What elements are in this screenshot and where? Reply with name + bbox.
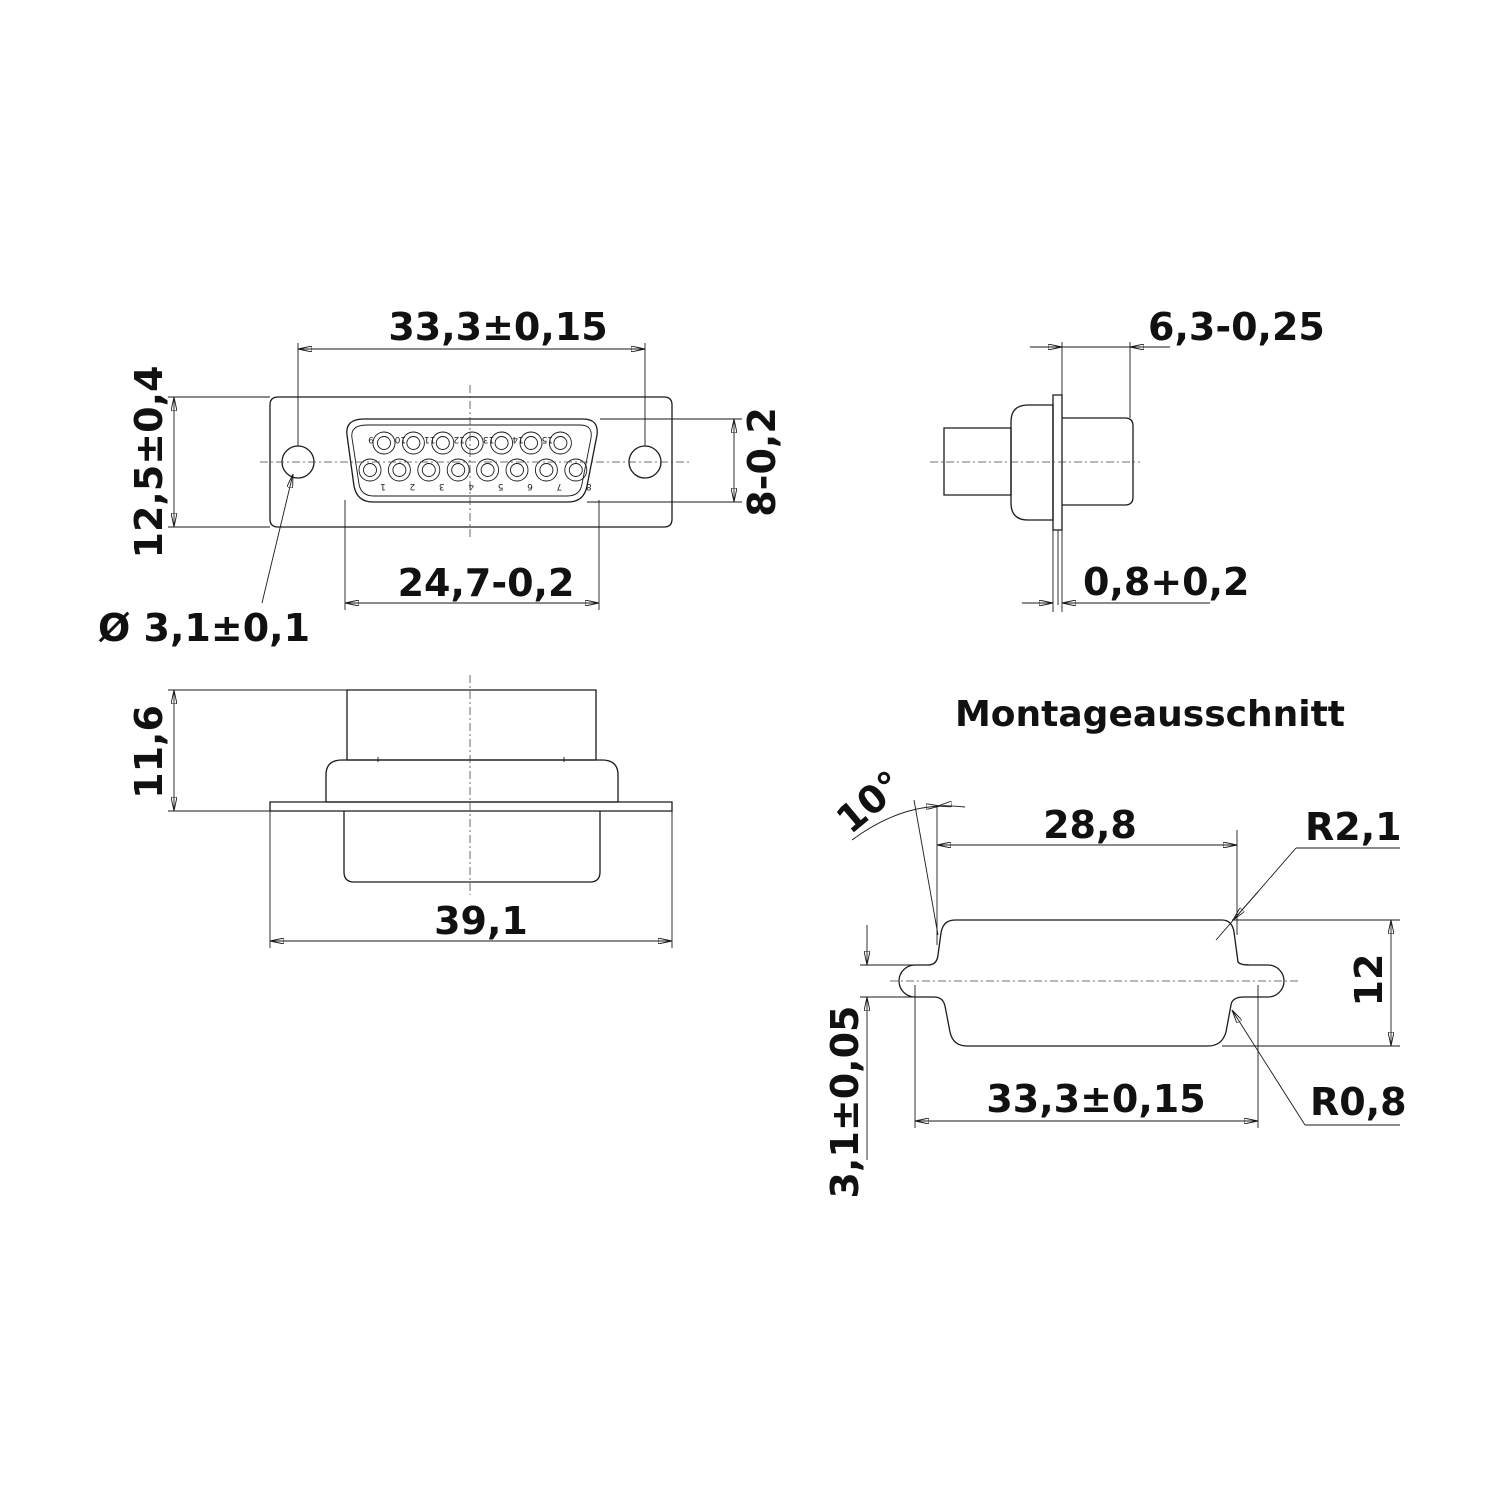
pin-label: 15	[542, 434, 553, 444]
top-plug	[346, 689, 597, 761]
dim-cutout-width: 28,8	[1043, 803, 1137, 847]
side-shell	[1010, 404, 1054, 521]
pin-label: 12	[453, 434, 464, 444]
pin-13	[490, 431, 514, 455]
dim-hole-diameter: Ø 3,1±0,1	[98, 606, 310, 650]
dim-cutout-height: 12	[1347, 954, 1391, 1007]
pin-8	[564, 458, 588, 482]
dim-cutout-angle: 10°	[828, 762, 911, 842]
pin-contact-5	[480, 463, 495, 477]
front-shell-inner	[351, 424, 592, 497]
pin-10	[401, 431, 425, 455]
front-shell-outline	[346, 418, 598, 503]
dim-side-flange: 0,8+0,2	[1083, 560, 1249, 604]
dim-radius-bottom: R0,8	[1310, 1080, 1407, 1124]
pin-9	[372, 431, 396, 455]
pin-4	[446, 458, 470, 482]
dim-shell-width: 24,7-0,2	[398, 561, 575, 605]
pin-contact-13	[494, 436, 509, 450]
pin-contact-3	[421, 463, 436, 477]
pin-contact-8	[568, 463, 583, 477]
dim-cutout-hole-width: 3,1±0,05	[823, 1006, 867, 1199]
top-back-body	[343, 811, 601, 883]
pin-5	[476, 458, 500, 482]
pin-label: 6	[527, 481, 533, 491]
dim-top-width: 39,1	[434, 899, 528, 943]
pin-label: 2	[410, 481, 416, 491]
pin-label: 4	[468, 481, 474, 491]
pin-label: 9	[368, 434, 374, 444]
pin-7	[534, 458, 558, 482]
dim-top-height: 11,6	[127, 705, 171, 799]
pin-label: 10	[394, 434, 406, 444]
top-flange	[269, 801, 673, 812]
pin-label: 11	[424, 434, 435, 444]
dim-shell-height: 8-0,2	[740, 407, 784, 517]
pin-6	[505, 458, 529, 482]
side-back-body	[1062, 417, 1134, 506]
pin-2	[387, 458, 411, 482]
pin-14	[519, 431, 543, 455]
pin-1	[358, 458, 382, 482]
front-flange-outline	[269, 396, 673, 528]
top-shell	[325, 759, 619, 803]
pin-label: 3	[439, 481, 445, 491]
pin-contact-14	[524, 436, 538, 450]
pin-15	[548, 431, 572, 455]
cutout-outline	[898, 919, 1285, 1047]
pin-label: 13	[483, 434, 494, 444]
cutout-title: Montageausschnitt	[955, 694, 1345, 735]
pin-label: 1	[380, 481, 386, 491]
pin-contact-1	[363, 463, 377, 477]
pin-label: 14	[512, 434, 524, 444]
pin-contact-10	[406, 436, 421, 450]
pin-contact-11	[435, 436, 450, 450]
side-plug-body	[943, 427, 1012, 496]
top-view: 11,6 39,1	[127, 675, 673, 948]
pin-label: 5	[498, 481, 504, 491]
dim-radius-top: R2,1	[1305, 805, 1402, 849]
dim-front-height: 12,5±0,4	[127, 366, 171, 559]
pin-label: 8	[586, 481, 592, 491]
pin-12	[460, 431, 484, 455]
pin-contact-4	[451, 463, 466, 477]
cutout-view: 28,8 10° R2,1 12 R0,8 33,3±0,15 3,1±0,05	[823, 762, 1407, 1198]
side-view: 6,3-0,25 0,8+0,2	[930, 305, 1325, 612]
dim-cutout-hole-spacing: 33,3±0,15	[986, 1077, 1205, 1121]
pin-contact-2	[392, 463, 407, 477]
side-flange	[1052, 394, 1063, 531]
pin-label: 7	[557, 481, 563, 491]
dim-side-depth: 6,3-0,25	[1148, 305, 1325, 349]
pin-contact-6	[510, 463, 524, 477]
pin-contact-12	[465, 436, 480, 450]
dim-front-width: 33,3±0,15	[388, 305, 607, 349]
pin-3	[417, 458, 441, 482]
pin-11	[431, 431, 455, 455]
pin-contact-9	[377, 436, 391, 450]
pin-contact-15	[553, 436, 568, 450]
pin-contact-7	[539, 463, 554, 477]
